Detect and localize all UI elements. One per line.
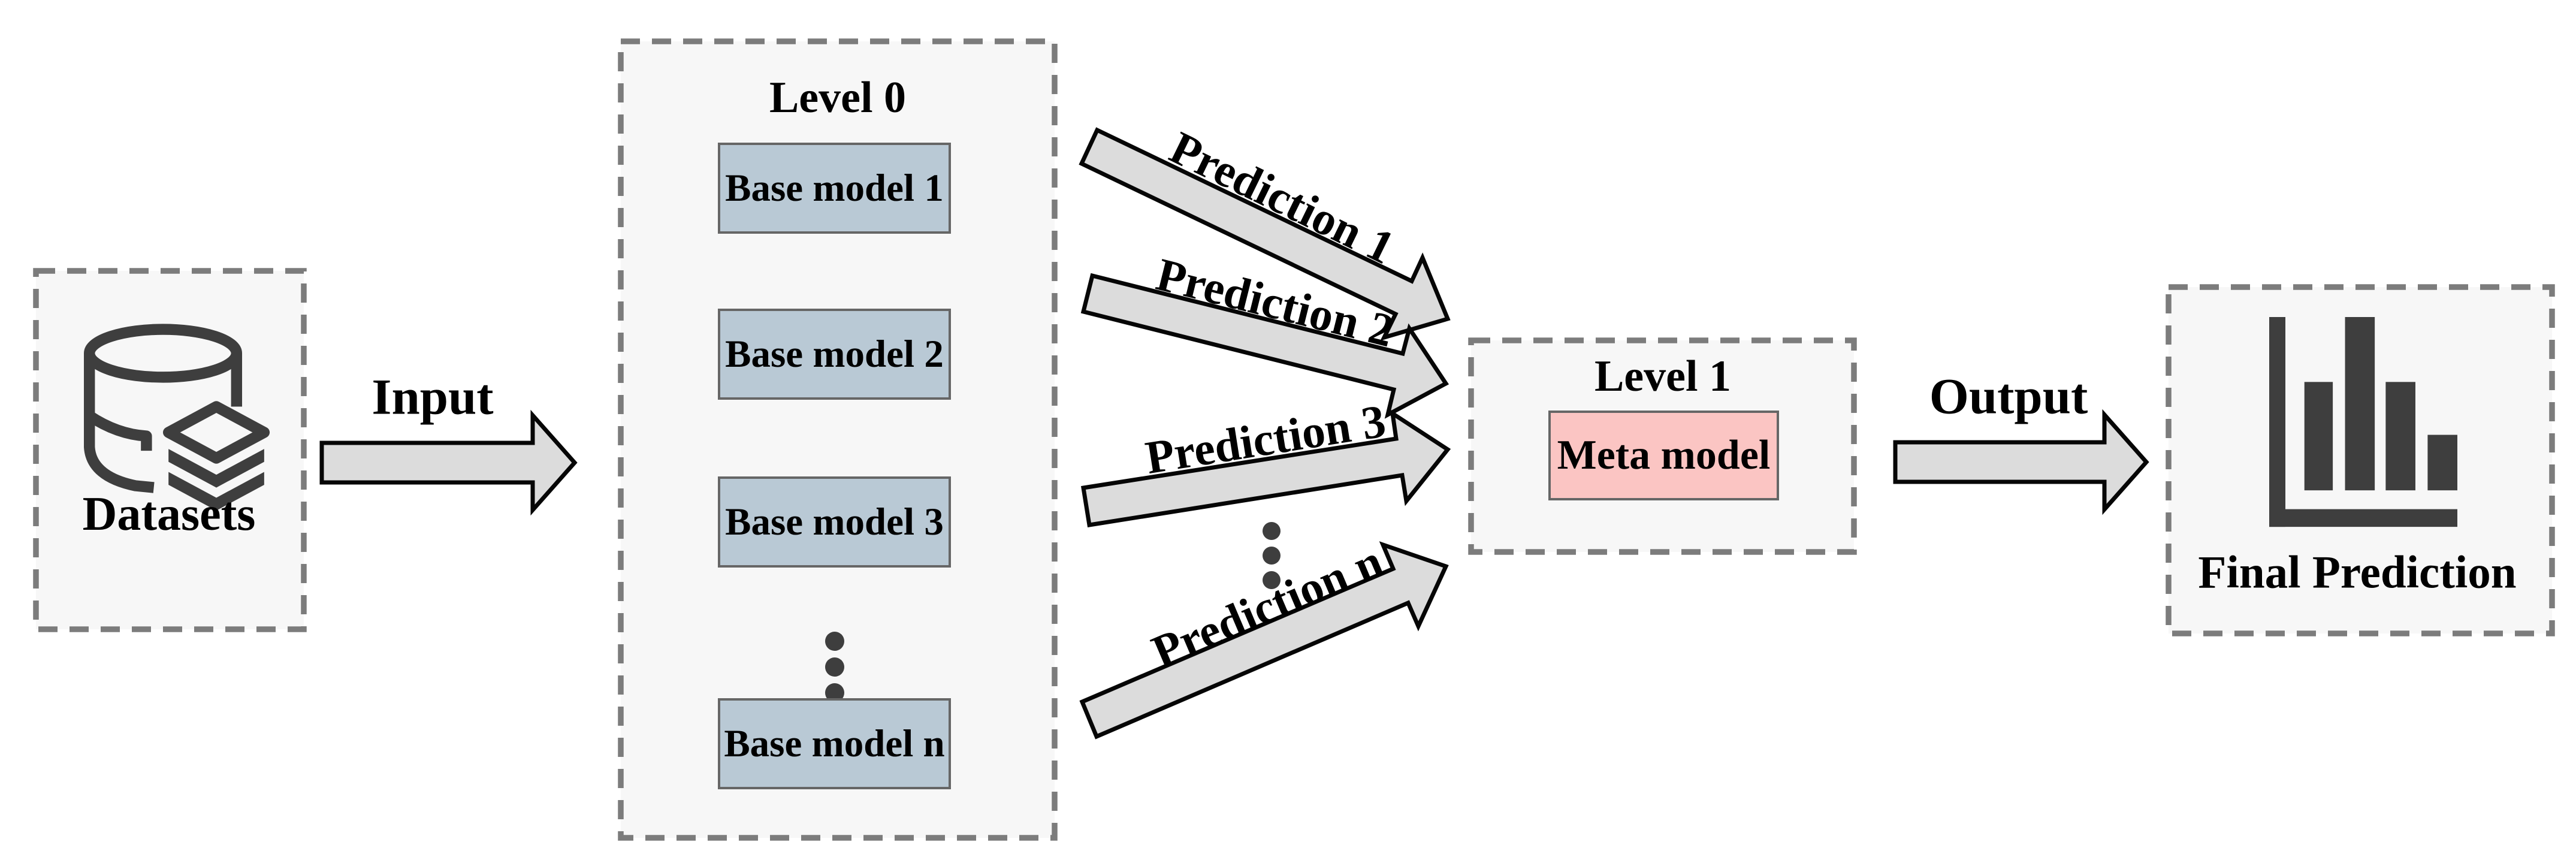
level1-title: Level 1 — [1594, 352, 1732, 401]
base-model-3-label: Base model 3 — [725, 500, 944, 544]
datasets-label: Datasets — [82, 488, 256, 541]
prediction-2-arrow — [1080, 273, 1449, 419]
predictions-ellipsis-dots-icon — [1263, 522, 1281, 589]
base-model-2-box: Base model 2 — [718, 309, 951, 400]
database-icon — [84, 324, 270, 511]
prediction-1-arrow — [1079, 127, 1451, 341]
output-arrow — [1893, 409, 2149, 515]
prediction-n-arrow — [1079, 541, 1449, 740]
output-arrow-label: Output — [1929, 368, 2088, 425]
base-model-1-box: Base model 1 — [718, 143, 951, 234]
base-model-1-label: Base model 1 — [725, 166, 944, 210]
input-arrow-label: Input — [372, 369, 494, 426]
base-model-n-box: Base model n — [718, 698, 951, 789]
base-model-2-label: Base model 2 — [725, 332, 944, 376]
bar-chart-icon — [2269, 317, 2457, 527]
meta-model-box: Meta model — [1548, 411, 1779, 500]
prediction-3-arrow — [1080, 409, 1451, 528]
base-model-3-box: Base model 3 — [718, 476, 951, 568]
base-model-n-label: Base model n — [724, 722, 945, 765]
level0-title: Level 0 — [769, 73, 907, 122]
input-arrow — [319, 409, 578, 516]
meta-model-label: Meta model — [1557, 432, 1771, 478]
final-prediction-label: Final Prediction — [2198, 546, 2517, 598]
level0-ellipsis-dots-icon — [825, 632, 844, 702]
